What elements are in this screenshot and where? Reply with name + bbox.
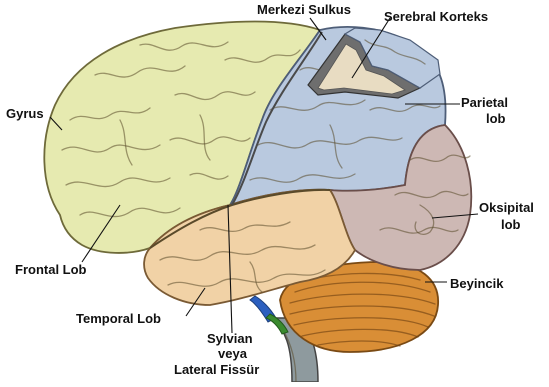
label-sylvian-line1: Sylvian: [207, 331, 253, 346]
label-parietal-line2: lob: [486, 111, 506, 126]
label-frontal-lob: Frontal Lob: [15, 262, 87, 277]
label-temporal-lob: Temporal Lob: [76, 311, 161, 326]
label-oksipital-line2: lob: [501, 217, 521, 232]
label-beyincik: Beyincik: [450, 276, 504, 291]
label-gyrus: Gyrus: [6, 106, 44, 121]
label-sylvian-line2: veya: [218, 346, 248, 361]
label-serebral-korteks: Serebral Korteks: [384, 9, 488, 24]
label-sylvian-line3: Lateral Fissür: [174, 362, 259, 377]
label-oksipital-line1: Oksipital: [479, 200, 534, 215]
label-parietal-line1: Parietal: [461, 95, 508, 110]
label-merkezi-sulkus: Merkezi Sulkus: [257, 2, 351, 17]
